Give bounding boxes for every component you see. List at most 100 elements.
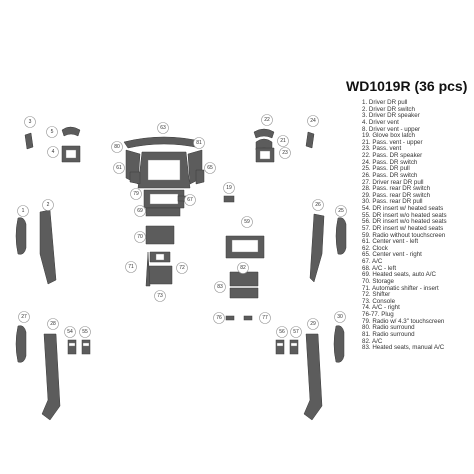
part-number-marker: 69 xyxy=(134,205,146,217)
marker-circle xyxy=(18,311,30,323)
marker-circle xyxy=(47,318,59,330)
marker-circle xyxy=(125,261,137,273)
legend-item: 73. Console xyxy=(362,297,396,305)
marker-circle xyxy=(17,205,29,217)
marker-label: 82 xyxy=(240,265,246,271)
part-plug-77 xyxy=(243,315,253,321)
marker-circle xyxy=(176,262,188,274)
marker-circle xyxy=(157,122,169,134)
marker-label: 29 xyxy=(310,321,316,327)
part-pass-rear-door-switch xyxy=(303,333,323,421)
legend-item: 62. Clock xyxy=(362,244,388,252)
part-number-marker: 23 xyxy=(279,147,291,159)
legend-item: 81. Radio surround xyxy=(362,330,415,338)
legend-item: 68. A/C - left xyxy=(362,264,397,272)
part-number-marker: 1 xyxy=(17,205,29,217)
part-number-marker: 59 xyxy=(241,216,253,228)
part-number-marker: 24 xyxy=(307,115,319,127)
part-number-marker: 26 xyxy=(312,199,324,211)
part-shifter-insert-hole xyxy=(155,253,165,261)
part-center-vent-left xyxy=(129,171,141,185)
part-number-marker: 19 xyxy=(223,182,235,194)
part-number-marker: 72 xyxy=(176,262,188,274)
marker-circle xyxy=(213,312,225,324)
legend-item: 57. DR insert w/ heated seats xyxy=(362,224,444,232)
marker-circle xyxy=(223,182,235,194)
legend-item: 23. Pass. vent xyxy=(362,145,402,153)
marker-circle xyxy=(47,146,59,158)
marker-circle xyxy=(276,326,288,338)
part-number-marker: 70 xyxy=(134,231,146,243)
part-radio-frame-hole xyxy=(147,159,181,181)
part-pass-door-pull xyxy=(335,217,347,255)
marker-circle xyxy=(111,141,123,153)
marker-circle xyxy=(204,162,216,174)
marker-circle xyxy=(193,137,205,149)
marker-circle xyxy=(130,188,142,200)
marker-label: 23 xyxy=(282,150,288,156)
marker-label: 67 xyxy=(187,197,193,203)
part-door-insert-54 xyxy=(67,339,77,355)
legend-item: 65. Center vent - right xyxy=(362,251,422,259)
marker-label: 22 xyxy=(264,117,270,123)
marker-label: 79 xyxy=(133,191,139,197)
part-pass-door-switch xyxy=(309,213,325,283)
legend-item: 2. Driver DR switch xyxy=(362,105,415,113)
part-door-insert-55-b xyxy=(82,342,90,347)
legend-item: 24. Pass. DR switch xyxy=(362,158,418,166)
legend-item: 1. Driver DR pull xyxy=(362,99,408,106)
marker-circle xyxy=(277,135,289,147)
part-number-marker: 67 xyxy=(184,194,196,206)
marker-circle xyxy=(307,318,319,330)
marker-label: 1 xyxy=(22,208,25,214)
part-number-marker: 27 xyxy=(18,311,30,323)
part-number-marker: 56 xyxy=(276,326,288,338)
part-door-insert-57 xyxy=(289,339,299,355)
part-number-marker: 82 xyxy=(237,262,249,274)
legend-item: 56. DR insert w/o heated seats xyxy=(362,218,447,226)
legend-item: 21. Pass. vent - upper xyxy=(362,138,423,146)
part-radio-no-touch-hole xyxy=(231,239,259,253)
part-number-marker: 81 xyxy=(193,137,205,149)
legend-item: 80. Radio surround xyxy=(362,324,415,332)
marker-label: 59 xyxy=(244,219,250,225)
legend-item: 29. Pass. rear DR switch xyxy=(362,191,431,199)
marker-label: 83 xyxy=(217,284,223,290)
marker-circle xyxy=(334,311,346,323)
part-number-marker: 80 xyxy=(111,141,123,153)
part-door-insert-56 xyxy=(275,339,285,355)
part-door-insert-54-b xyxy=(68,342,76,347)
part-heated-seats-manual-ac xyxy=(229,287,259,299)
legend-item: 25. Pass. DR pull xyxy=(362,165,410,173)
part-console-left xyxy=(145,251,151,287)
legend-item: 67. A/C xyxy=(362,258,383,265)
legend-item: 28. Pass. rear DR switch xyxy=(362,185,431,193)
marker-circle xyxy=(134,231,146,243)
part-number-marker: 3 xyxy=(24,116,36,128)
marker-circle xyxy=(214,281,226,293)
part-number-marker: 63 xyxy=(157,122,169,134)
marker-label: 72 xyxy=(179,265,185,271)
marker-circle xyxy=(237,262,249,274)
part-glove-box-latch xyxy=(223,195,235,203)
part-heated-seats-auto-ac xyxy=(145,207,181,217)
legend-item: 69. Heated seats, auto A/C xyxy=(362,271,436,279)
part-plug-76 xyxy=(225,315,235,321)
marker-circle xyxy=(46,126,58,138)
legend-item: 70. Storage xyxy=(362,277,394,285)
legend-item: 4. Driver vent xyxy=(362,118,399,126)
marker-label: 54 xyxy=(67,329,73,335)
marker-circle xyxy=(290,326,302,338)
legend-item: 83. Heated seats, manual A/C xyxy=(362,344,445,352)
part-number-marker: 54 xyxy=(64,326,76,338)
marker-circle xyxy=(259,312,271,324)
part-door-insert-55 xyxy=(81,339,91,355)
part-number-marker: 30 xyxy=(334,311,346,323)
marker-label: 30 xyxy=(337,314,343,320)
part-number-marker: 22 xyxy=(261,114,273,126)
marker-circle xyxy=(154,290,166,302)
legend-item: 22. Pass. DR speaker xyxy=(362,152,423,159)
